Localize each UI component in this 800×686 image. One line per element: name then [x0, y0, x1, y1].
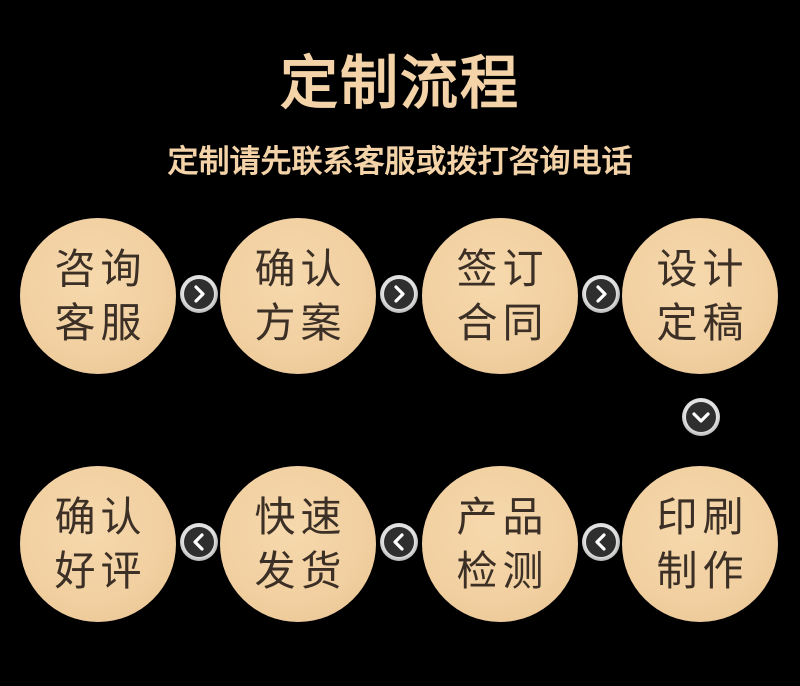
step-consult-service: 咨询 客服 [20, 218, 176, 374]
step-label-line1: 确认 [54, 493, 147, 541]
chevron-down-icon [682, 398, 720, 436]
chevron-left-icon [582, 523, 620, 561]
step-confirm-plan: 确认 方案 [220, 218, 376, 374]
chevron-left-icon [180, 523, 218, 561]
step-label-line1: 签订 [456, 245, 549, 293]
step-fast-delivery: 快速 发货 [220, 466, 376, 622]
step-label-line2: 好评 [54, 547, 147, 595]
chevron-right-icon [180, 275, 218, 313]
step-label-line2: 定稿 [656, 299, 749, 347]
step-sign-contract: 签订 合同 [422, 218, 578, 374]
step-confirm-review: 确认 好评 [20, 466, 176, 622]
step-label-line2: 合同 [456, 299, 549, 347]
step-print-production: 印刷 制作 [622, 466, 778, 622]
page-subtitle: 定制请先联系客服或拨打咨询电话 [167, 144, 633, 180]
step-design-finalize: 设计 定稿 [622, 218, 778, 374]
chevron-left-icon [380, 523, 418, 561]
step-label-line2: 方案 [254, 299, 347, 347]
step-label-line2: 发货 [254, 547, 347, 595]
step-label-line1: 印刷 [656, 493, 749, 541]
step-product-inspection: 产品 检测 [422, 466, 578, 622]
step-label-line1: 确认 [254, 245, 347, 293]
step-label-line1: 产品 [456, 493, 549, 541]
step-label-line2: 检测 [456, 547, 549, 595]
step-label-line1: 咨询 [54, 245, 147, 293]
page-title: 定制流程 [279, 49, 520, 117]
chevron-right-icon [380, 275, 418, 313]
step-label-line2: 客服 [54, 299, 147, 347]
step-label-line1: 设计 [656, 245, 749, 293]
step-label-line1: 快速 [254, 493, 347, 541]
step-label-line2: 制作 [656, 547, 749, 595]
chevron-right-icon [582, 275, 620, 313]
